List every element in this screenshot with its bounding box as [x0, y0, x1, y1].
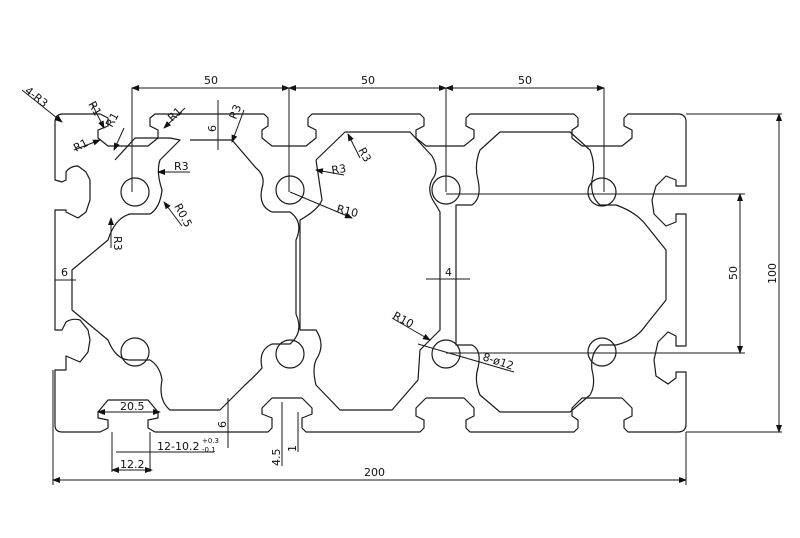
dim-r10-top: R10	[335, 202, 359, 220]
hole-7	[431, 339, 461, 369]
hole-5	[120, 337, 150, 367]
hole-1	[120, 177, 150, 207]
dim-r1-d: R1	[165, 105, 185, 124]
profile-outline	[54, 113, 687, 433]
dimension-lines	[21, 85, 782, 485]
dim-slot-tol-upper: +0.3	[202, 437, 219, 445]
dim-r1-a: R1	[85, 99, 104, 118]
dim-r3-pocket: R3	[174, 160, 189, 173]
dim-web-4: 4	[445, 266, 452, 279]
dim-overall-height: 100	[766, 263, 779, 284]
hole-6	[275, 339, 305, 369]
hole-4	[587, 177, 617, 207]
dim-pitch-2: 50	[361, 74, 375, 87]
dim-r3-center-a: R3	[355, 145, 373, 164]
dim-slot-tol-lower: -0.1	[202, 446, 216, 454]
dim-wall-6-left: 6	[61, 266, 68, 279]
outer-contour	[54, 113, 687, 433]
dim-r1-c: R1	[103, 110, 121, 129]
dim-r1-b: R1	[71, 136, 90, 154]
dim-r3-side: R3	[111, 236, 124, 251]
dim-r0-5: R0.5	[171, 201, 194, 229]
dim-r3-top-slot: R3	[227, 103, 245, 121]
dim-r10-bottom: R10	[391, 309, 416, 331]
hole-2	[275, 175, 305, 205]
dim-slot-pitch: 50	[727, 266, 740, 280]
pocket-left	[71, 137, 300, 411]
dim-lip-4-5: 4.5	[270, 449, 283, 467]
dim-pitch-3: 50	[518, 74, 532, 87]
pocket-center	[299, 131, 441, 411]
dim-holes: 8-ø12	[481, 350, 515, 372]
dim-corner-radius: 4-R3	[22, 84, 50, 110]
pocket-right	[455, 131, 667, 413]
dim-r3-center-b: R3	[331, 162, 347, 177]
dim-lip-1: 1	[286, 445, 299, 452]
dim-slot-opening: 12.2	[120, 458, 145, 471]
dim-wall-6-top: 6	[206, 125, 219, 132]
dim-slot-spec: 12-10.2	[157, 440, 199, 453]
dim-wall-6-bottom: 6	[216, 421, 229, 428]
dim-pitch-1: 50	[204, 74, 218, 87]
dim-slot-head: 20.5	[120, 400, 145, 413]
dim-overall-width: 200	[364, 466, 385, 479]
hole-8	[587, 337, 617, 367]
